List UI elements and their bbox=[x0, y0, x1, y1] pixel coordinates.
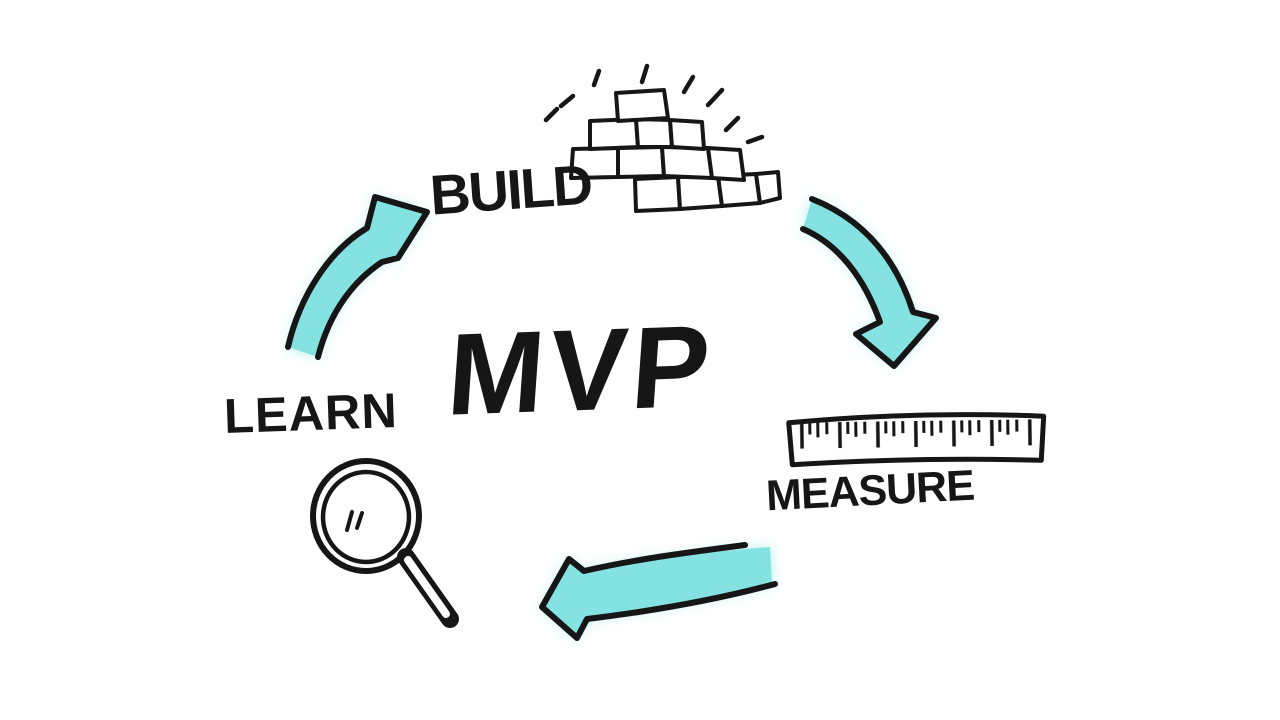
arrow-learn-to-build bbox=[285, 194, 430, 360]
ruler-icon bbox=[786, 412, 1047, 468]
learn-label: LEARN bbox=[223, 383, 399, 445]
measure-label: MEASURE bbox=[764, 461, 976, 521]
center-title: MVP bbox=[443, 300, 719, 440]
brick-wall bbox=[569, 88, 782, 213]
lens-reflection bbox=[345, 510, 364, 532]
magnifier-icon bbox=[310, 458, 459, 628]
arrow-build-to-measure bbox=[800, 196, 939, 369]
bricks-icon bbox=[543, 63, 782, 213]
build-label: BUILD bbox=[427, 152, 594, 227]
spark-dashes bbox=[543, 63, 765, 145]
arrow-measure-to-learn bbox=[539, 542, 778, 641]
